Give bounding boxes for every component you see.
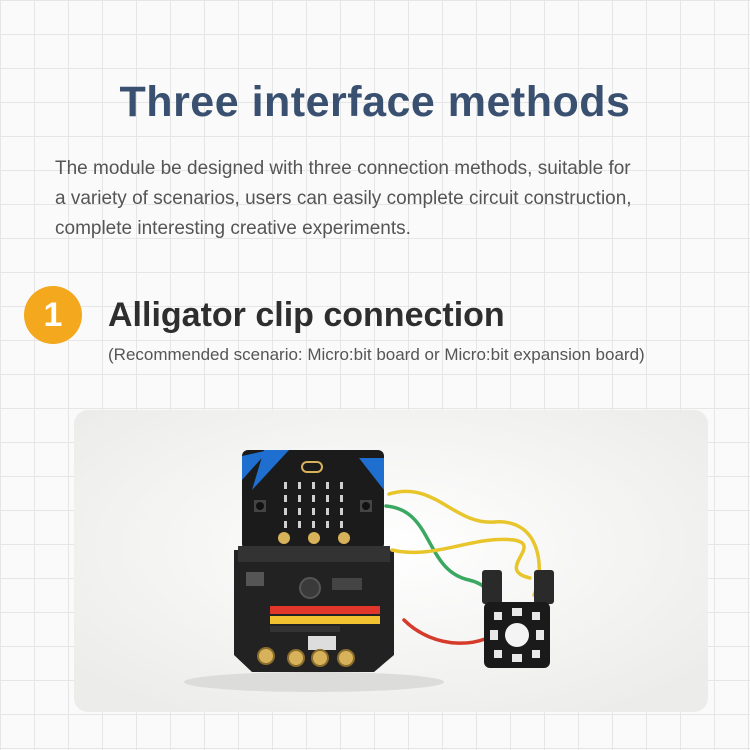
product-photo: [74, 410, 708, 712]
yellow-headers: [270, 616, 380, 624]
section-title: Alligator clip connection: [108, 296, 505, 334]
blue-corner-right: [359, 458, 384, 490]
red-headers: [270, 606, 380, 614]
logo-touch: [301, 461, 323, 473]
intro-line-1: The module be designed with three connec…: [55, 158, 631, 179]
intro-paragraph: The module be designed with three connec…: [55, 154, 705, 244]
microbit-illustration: [74, 410, 708, 712]
board-shadow: [184, 672, 444, 692]
microbit-board: [242, 450, 384, 550]
intro-line-3: complete interesting creative experiment…: [55, 218, 411, 239]
page-title: Three interface methods: [119, 78, 631, 126]
section-subtitle: (Recommended scenario: Micro:bit board o…: [108, 345, 645, 364]
led-matrix: [284, 482, 343, 528]
rgb-led-module: [482, 570, 554, 668]
step-number-badge: 1: [24, 286, 82, 344]
expansion-board: [234, 546, 394, 672]
intro-line-2: a variety of scenarios, users can easily…: [55, 188, 632, 209]
